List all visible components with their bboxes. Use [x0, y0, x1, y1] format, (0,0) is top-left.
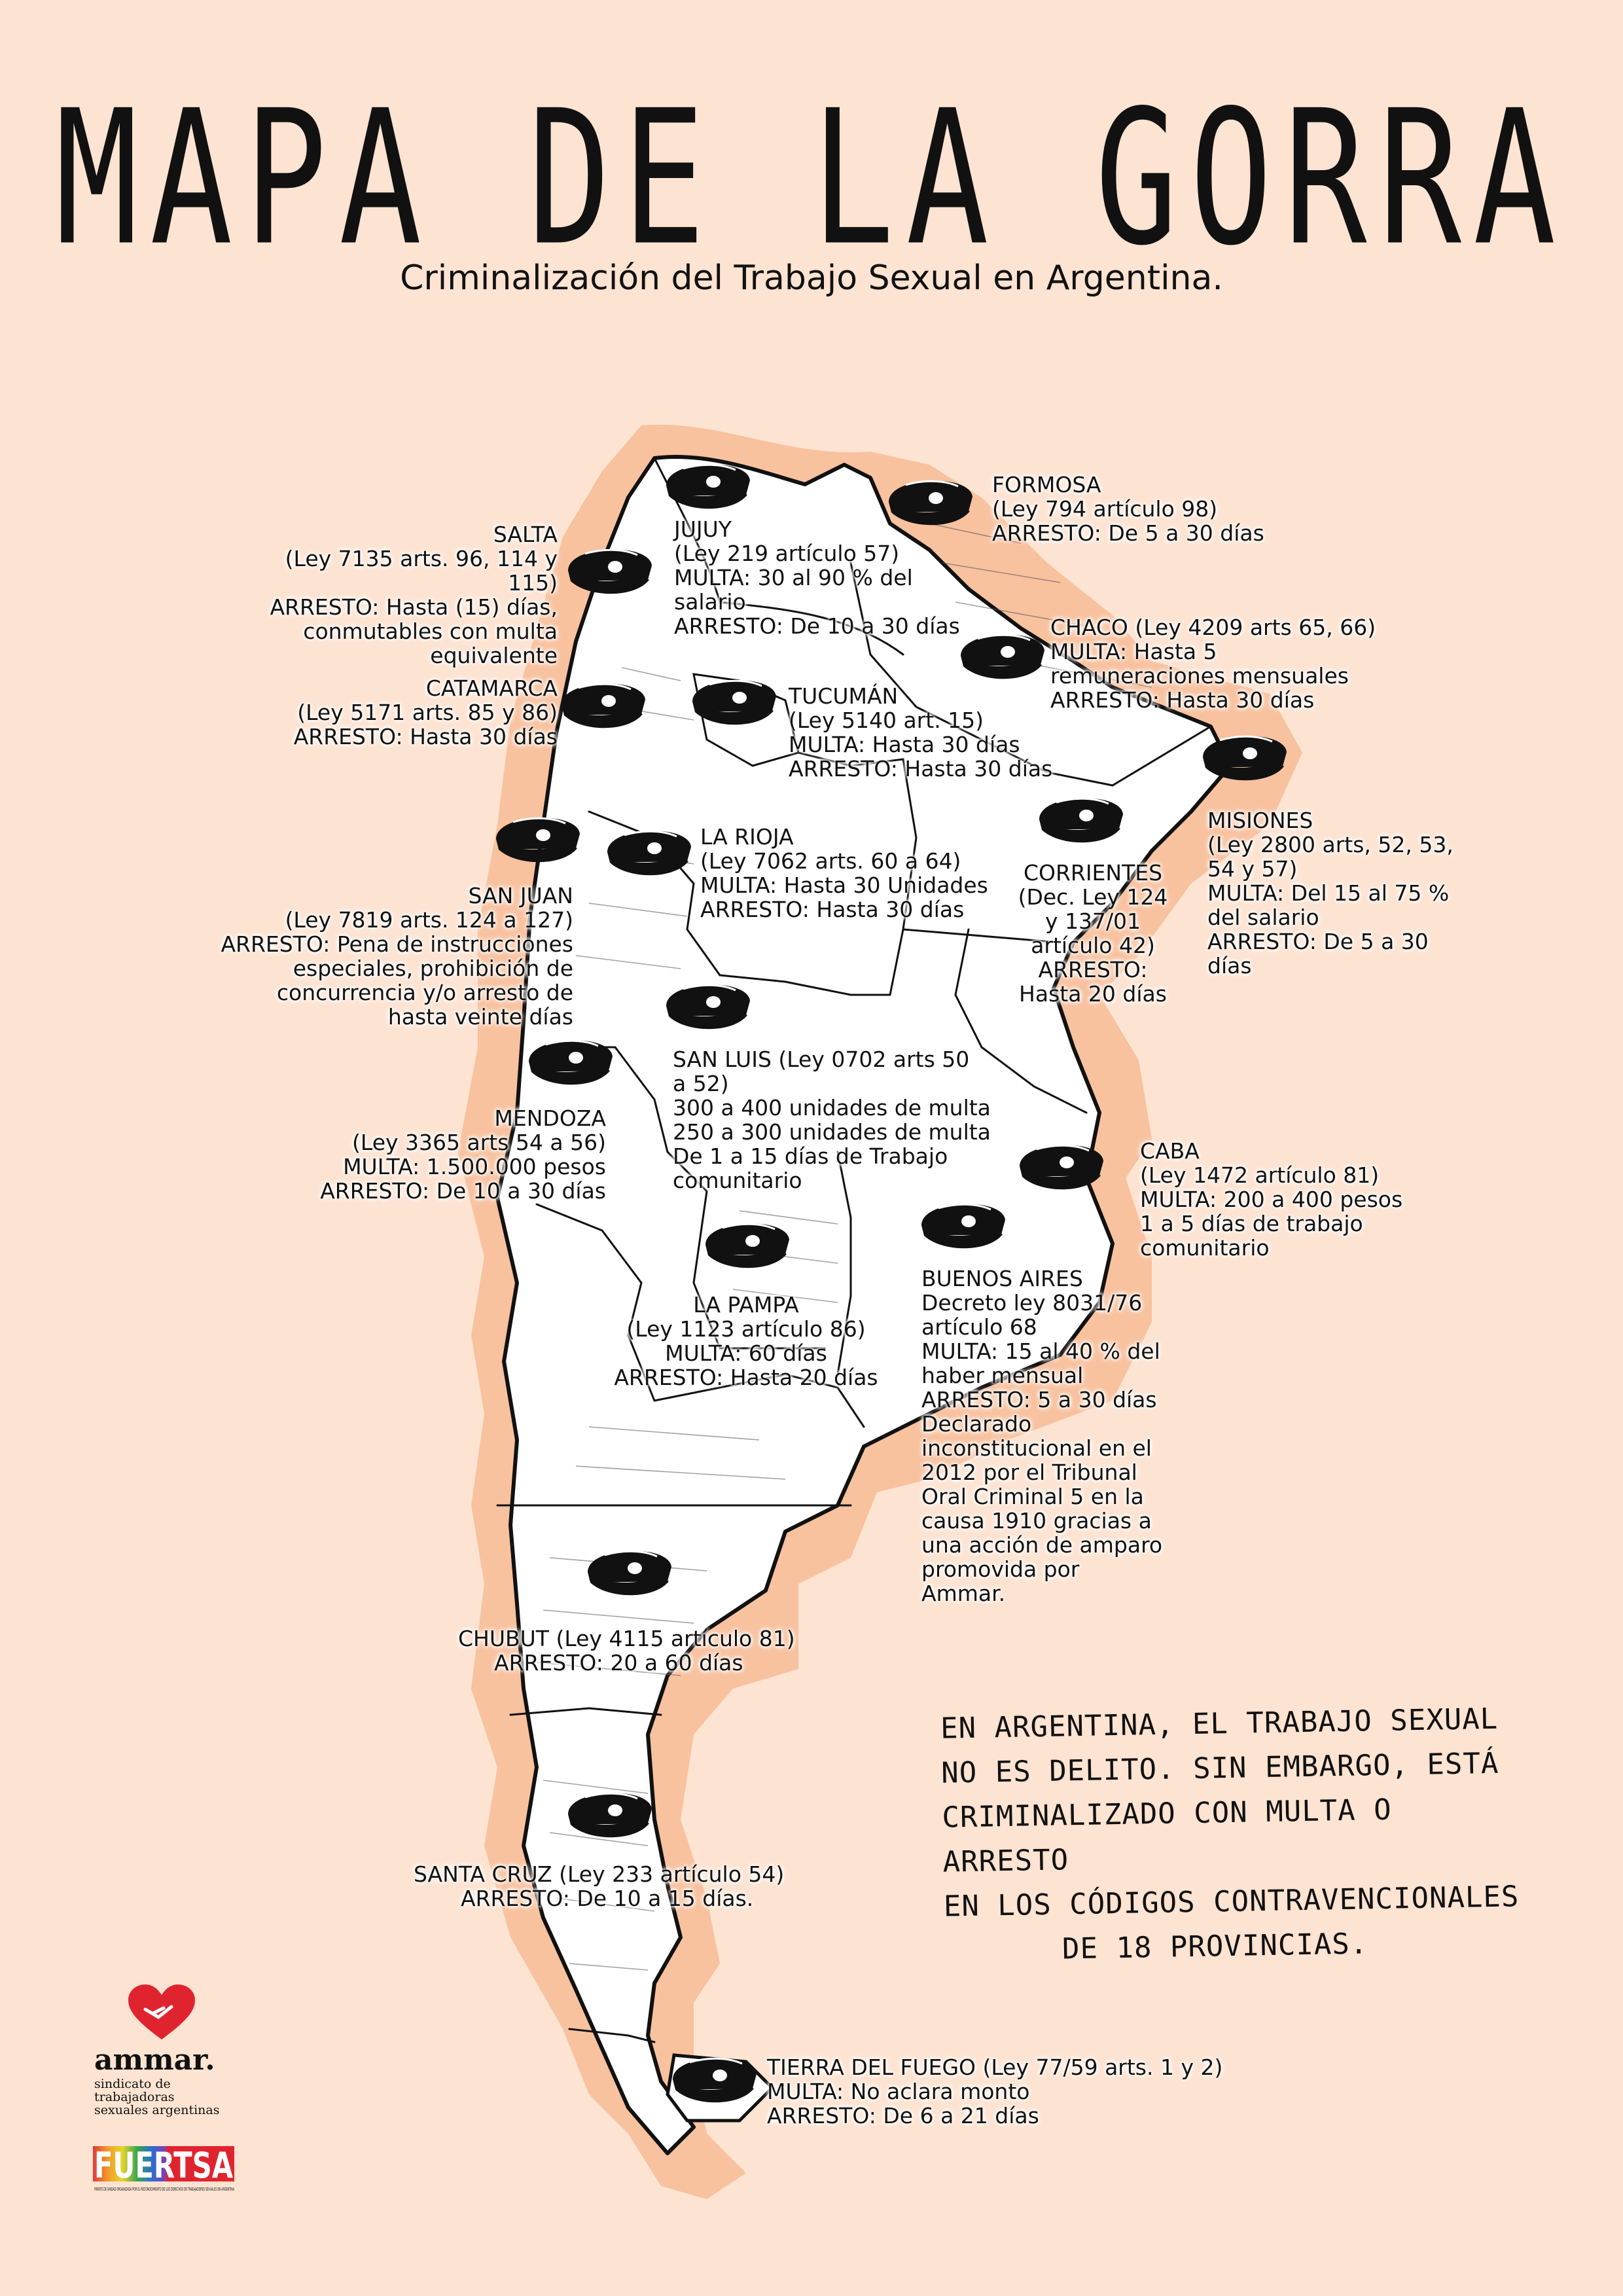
page-title: MAPA DE LA GORRA	[55, 70, 1568, 287]
page-subtitle: Criminalización del Trabajo Sexual en Ar…	[400, 259, 1223, 298]
province-label-la-rioja: LA RIOJA(Ley 7062 arts. 60 a 64)MULTA: H…	[700, 824, 988, 922]
map-outline	[495, 455, 1232, 2155]
ammar-name: ammar.	[94, 2043, 215, 2077]
police-cap-icon-la-pampa	[704, 1222, 791, 1269]
province-label-catamarca: CATAMARCA(Ley 5171 arts. 85 y 86)ARRESTO…	[293, 675, 558, 749]
police-cap-icon-catamarca	[560, 682, 647, 729]
police-cap-icon-san-luis	[665, 983, 751, 1030]
police-cap-icon-caba	[1018, 1143, 1105, 1191]
province-label-formosa: FORMOSA(Ley 794 artículo 98)ARRESTO: De …	[992, 472, 1264, 546]
province-label-jujuy: JUJUY(Ley 219 artículo 57)MULTA: 30 al 9…	[674, 516, 960, 639]
province-label-mendoza: MENDOZA(Ley 3365 arts 54 a 56)MULTA: 1.5…	[320, 1105, 606, 1204]
police-cap-icon-mendoza	[527, 1039, 614, 1086]
province-label-caba: CABA(Ley 1472 artículo 81)MULTA: 200 a 4…	[1140, 1138, 1403, 1261]
heart-icon	[128, 1984, 195, 2039]
province-label-la-pampa: LA PAMPA(Ley 1123 artículo 86)MULTA: 60 …	[614, 1292, 878, 1390]
police-cap-icon-la-rioja	[606, 829, 692, 876]
province-label-tierra-del-fuego: TIERRA DEL FUEGO (Ley 77/59 arts. 1 y 2)…	[767, 2054, 1223, 2128]
police-cap-icon-salta	[567, 548, 653, 595]
province-label-misiones: MISIONES(Ley 2800 arts, 52, 53,54 y 57)M…	[1207, 808, 1454, 978]
police-cap-icon-san-juan	[495, 816, 581, 863]
fuertsa-name: FUERTSA	[94, 2145, 233, 2186]
province-label-santa-cruz: SANTA CRUZ (Ley 233 artículo 54)ARRESTO:…	[414, 1861, 785, 1911]
province-label-salta: SALTA(Ley 7135 arts. 96, 114 y 115)ARRES…	[270, 522, 558, 668]
police-cap-icon-chubut	[586, 1549, 673, 1596]
handwritten-note: EN ARGENTINA, EL TRABAJO SEXUAL NO ES DE…	[940, 1702, 1520, 1966]
fuertsa-tagline: FRENTE DE UNIDAD ORGANIZADA POR EL RECON…	[94, 2187, 234, 2192]
police-cap-icon-santa-cruz	[567, 1791, 653, 1839]
police-cap-icon-corrientes	[1038, 797, 1124, 844]
province-label-san-juan: SAN JUAN(Ley 7819 arts. 124 a 127)ARREST…	[221, 883, 573, 1030]
fuertsa-logo: FUERTSA FRENTE DE UNIDAD ORGANIZADA POR …	[93, 2144, 237, 2196]
province-label-chaco: CHACO (Ley 4209 arts 65, 66)MULTA: Hasta…	[1050, 615, 1376, 713]
police-cap-icon-tucuman	[691, 679, 777, 726]
police-cap-icon-chaco	[959, 633, 1046, 680]
fuertsa-logo-mark: FUERTSA FRENTE DE UNIDAD ORGANIZADA POR …	[93, 2145, 234, 2192]
police-cap-icon-tierra-del-fuego	[671, 2056, 758, 2104]
province-label-tucuman: TUCUMÁN(Ley 5140 art. 15)MULTA: Hasta 30…	[789, 683, 1053, 781]
police-cap-icon-misiones	[1202, 734, 1288, 781]
police-cap-icon-buenos-aires	[920, 1202, 1007, 1249]
province-label-chubut: CHUBUT (Ley 4115 artículo 81)ARRESTO: 20…	[458, 1626, 795, 1676]
police-cap-icon-jujuy	[665, 463, 751, 510]
